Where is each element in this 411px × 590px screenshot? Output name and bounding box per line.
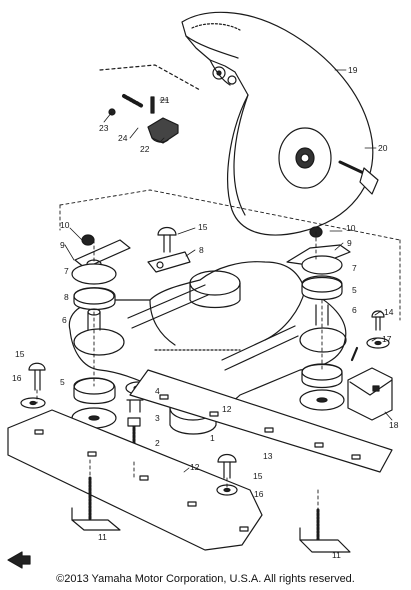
callout-13: 13	[263, 451, 273, 461]
callout-23: 23	[99, 123, 109, 133]
callout-leaders	[64, 69, 393, 473]
callout-labels: 1 2 3 4 5 5 6 6 7 7 8 8 9 9 10 10 11 11 …	[12, 65, 399, 560]
callout-10-left: 10	[60, 220, 70, 230]
callout-6-left-top: 6	[62, 315, 67, 325]
callout-9-left: 9	[60, 240, 65, 250]
callout-11-right: 11	[332, 550, 341, 560]
left-bolt-15	[20, 362, 46, 409]
callout-4: 4	[155, 386, 160, 396]
callout-3: 3	[155, 413, 160, 423]
right-damper-stack	[286, 226, 351, 411]
callout-17: 17	[382, 334, 392, 344]
callout-8-center: 8	[199, 245, 204, 255]
callout-16-bottom: 16	[254, 489, 264, 499]
callout-1: 1	[210, 433, 215, 443]
bolt-20	[338, 160, 379, 195]
callout-12-mid: 12	[222, 404, 232, 414]
right-small-parts	[347, 310, 393, 421]
knob-assembly	[99, 64, 201, 144]
callout-20: 20	[378, 143, 388, 153]
callout-21: 21	[160, 95, 170, 105]
top-bolt-15	[147, 226, 191, 273]
copyright-notice: ©2013 Yamaha Motor Corporation, U.S.A. A…	[56, 573, 355, 585]
rail-clips	[71, 453, 351, 553]
callout-22: 22	[140, 144, 150, 154]
main-frame	[68, 261, 347, 435]
fan-housing	[181, 11, 374, 236]
callout-5-left: 5	[60, 377, 65, 387]
callout-14: 14	[384, 307, 394, 317]
callout-8-left: 8	[64, 292, 69, 302]
callout-15-left: 15	[15, 349, 25, 359]
left-damper-stack	[71, 234, 131, 331]
callout-19: 19	[348, 65, 358, 75]
callout-12-rail: 12	[190, 462, 200, 472]
callout-15-bottom: 15	[253, 471, 263, 481]
assembly-lines	[36, 189, 401, 511]
callout-15-top: 15	[198, 222, 208, 232]
rails	[7, 369, 393, 551]
callout-5-right: 5	[352, 285, 357, 295]
callout-9-right: 9	[347, 238, 352, 248]
callout-24: 24	[118, 133, 128, 143]
callout-11-left: 11	[98, 532, 107, 542]
callout-7-right: 7	[352, 263, 357, 273]
callout-10-right: 10	[346, 223, 356, 233]
callout-7-left: 7	[64, 266, 69, 276]
callout-16-left: 16	[12, 373, 22, 383]
callout-18: 18	[389, 420, 399, 430]
callout-2: 2	[155, 438, 160, 448]
callout-6-right: 6	[352, 305, 357, 315]
direction-arrow-icon	[7, 551, 31, 569]
